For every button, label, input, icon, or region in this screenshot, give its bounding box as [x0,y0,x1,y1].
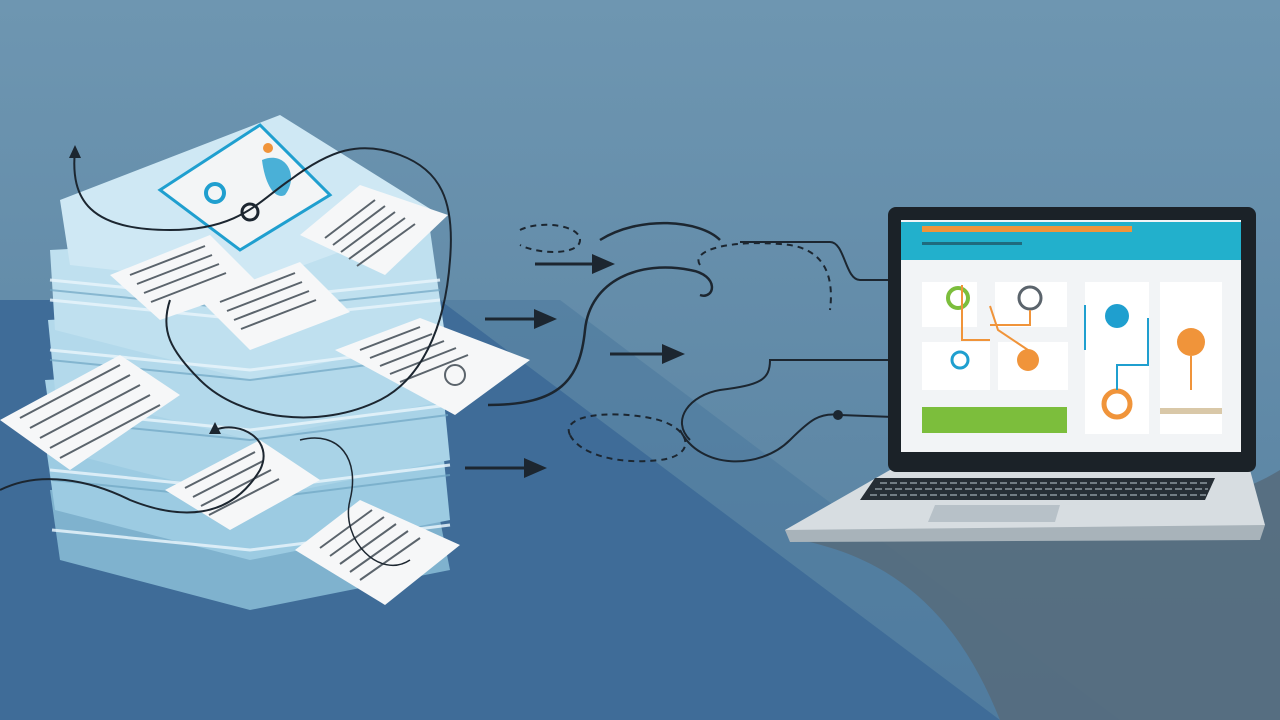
flow-node-icon [950,350,970,370]
progress-bar-fill [922,407,1067,433]
text-sheet [200,262,350,350]
flow-lines [487,221,971,463]
tangle-line [0,426,265,514]
loose-sheet-left [0,355,180,470]
flow-node-icon [946,286,970,310]
screen-connector [961,285,1031,421]
laptop-base-edge [785,525,1265,542]
arrow-head-icon [69,145,81,158]
right-arrow-icon [485,309,557,329]
text-sheet [295,500,460,605]
flow-node-icon [1177,328,1205,356]
flow-node-icon [1101,388,1133,420]
right-arrow-icon [610,344,685,364]
screen-footer-strip [1160,408,1222,414]
text-sheet [110,235,260,320]
screen-header-accent [922,226,1132,232]
trackpad [928,505,1060,522]
flow-node-icon [1017,285,1043,311]
keyboard [860,478,1215,500]
screen-header-line [922,242,1022,245]
arrows-group [465,254,685,478]
diagram-sheet [157,123,333,252]
text-sheet [300,185,448,275]
arrow-head-icon [209,422,221,434]
gear-icon [1017,349,1039,371]
right-arrow-icon [535,254,615,274]
tangle-line [73,147,452,419]
text-sheet [165,440,320,530]
lightbulb-icon [1105,304,1129,328]
tangle-line [299,437,411,567]
document-stack-icon [0,115,530,610]
laptop-icon [785,207,1265,542]
right-arrow-icon [465,458,547,478]
text-sheet [335,318,530,415]
